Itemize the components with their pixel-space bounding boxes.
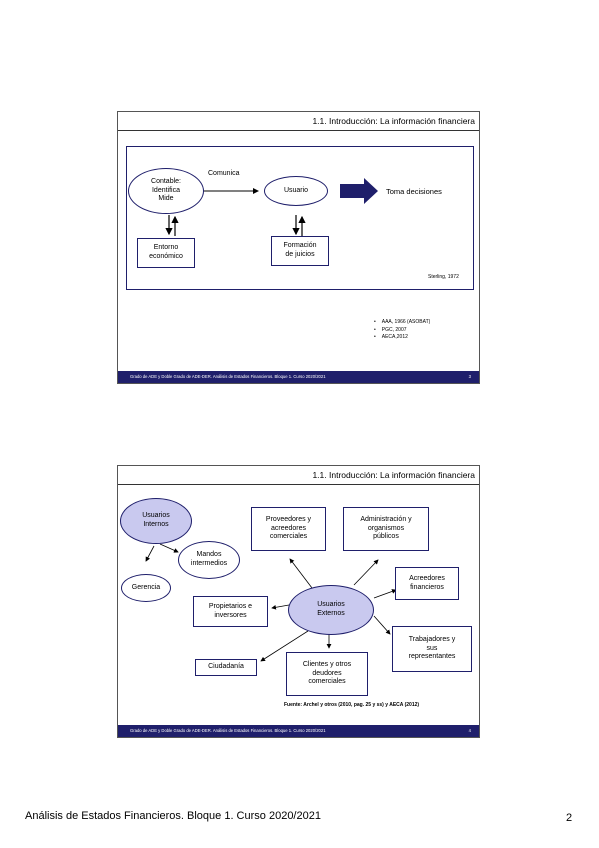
slide-footer: Grado de ADE y Doble Grado de ADE-DER. A… [118,371,479,383]
arrow-propietarios [271,604,290,610]
footer-text: Grado de ADE y Doble Grado de ADE-DER. A… [130,374,326,379]
comunica-label: Comunica [208,170,240,177]
arrow-ciudadania [260,630,309,662]
acreedores-box: Acreedores financieros [395,567,459,600]
formacion-box: Formación de juicios [271,236,329,266]
arrow-trabajadores [373,615,391,635]
slide-header: 1.1. Introducción: La información financ… [118,112,479,131]
arrow-acreedores [373,589,397,599]
usuario-ellipse: Usuario [264,176,328,206]
diagram-arrows [145,543,397,662]
proveedores-box: Proveedores y acreedores comerciales [251,507,326,551]
toma-decisiones-label: Toma decisiones [386,187,442,196]
big-arrow [340,178,378,204]
administracion-box: Administración y organismos públicos [343,507,429,551]
reference-item: PGC, 2007 [374,327,430,335]
arrow-proveedores [289,558,313,589]
slide-title: 1.1. Introducción: La información financ… [312,116,475,126]
arrow-mandos [159,543,179,553]
reference-item: AAA, 1966 (ASOBAT) [374,319,431,327]
slide-number: 3 [468,374,471,379]
arrow-administracion [353,559,379,586]
contable-ellipse: Contable: Identifica Mide [128,168,204,214]
mandos-ellipse: Mandos intermedios [178,541,240,579]
page-footer: Análisis de Estados Financieros. Bloque … [25,810,321,822]
slide-number: 4 [468,728,471,733]
gerencia-ellipse: Gerencia [121,574,171,602]
diagram-arrows [165,178,378,236]
diagram-frame [126,146,474,290]
slide-footer: Grado de ADE y Doble Grado de ADE-DER. A… [118,725,479,737]
page-number: 2 [566,812,573,824]
slide-3: 1.1. Introducción: La información financ… [117,111,480,384]
clientes-box: Clientes y otros deudores comerciales [286,652,368,696]
fuente-citation: Fuente: Archel y otros (2010, pag. 25 y … [284,702,420,708]
slide-title: 1.1. Introducción: La información financ… [312,470,475,480]
sterling-citation: Sterling, 1972 [428,274,459,280]
entorno-box: Entorno económico [137,238,195,268]
usuarios-externos-ellipse: Usuarios Externos [288,585,374,635]
slide-4: 1.1. Introducción: La información financ… [117,465,480,738]
propietarios-box: Propietarios e inversores [193,596,268,627]
arrow-gerencia [145,545,155,562]
ciudadania-box: Ciudadanía [195,659,257,676]
reference-item: AECA,2012 [374,334,430,342]
references-list: AAA, 1966 (ASOBAT) PGC, 2007 AECA,2012 [374,319,431,342]
footer-text: Grado de ADE y Doble Grado de ADE-DER. A… [130,728,326,733]
trabajadores-box: Trabajadores y sus representantes [392,626,472,672]
slide-header: 1.1. Introducción: La información financ… [118,466,479,485]
usuarios-internos-ellipse: Usuarios Internos [120,498,192,544]
